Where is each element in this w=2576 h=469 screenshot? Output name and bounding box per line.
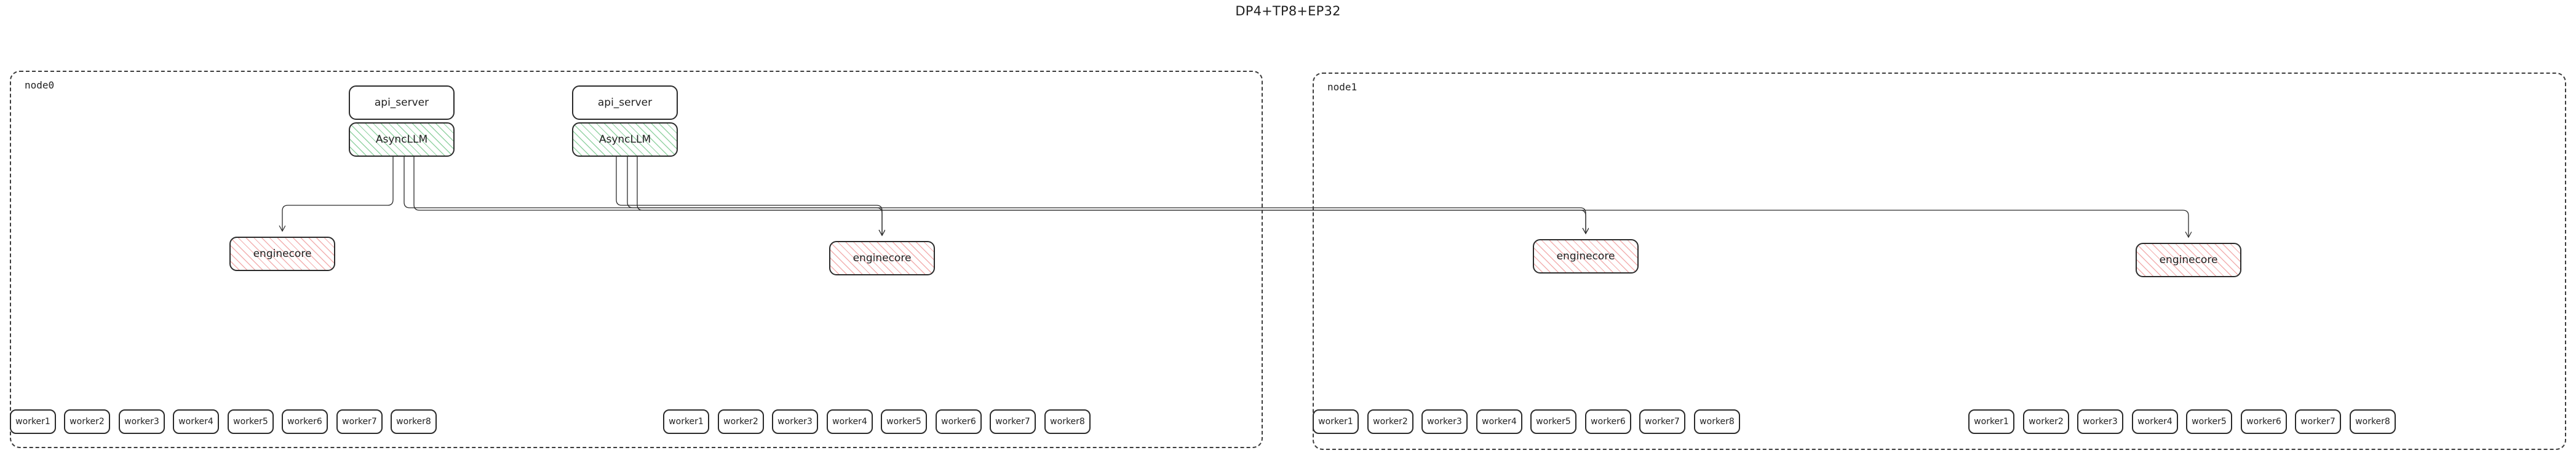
node-label-eng2: enginecore — [1556, 250, 1615, 262]
worker-label: worker2 — [70, 417, 105, 427]
worker-label: worker5 — [886, 417, 921, 427]
worker-box[interactable]: worker7 — [336, 409, 383, 434]
worker-box[interactable]: worker1 — [10, 409, 56, 434]
worker-box[interactable]: worker7 — [1639, 409, 1685, 434]
node-label-api1: api_server — [597, 97, 653, 109]
worker-box[interactable]: worker3 — [772, 409, 818, 434]
node-eng1[interactable]: enginecore — [829, 241, 935, 275]
worker-box[interactable]: worker5 — [1530, 409, 1576, 434]
worker-box[interactable]: worker6 — [2241, 409, 2287, 434]
worker-label: worker6 — [2246, 417, 2281, 427]
worker-label: worker7 — [2300, 417, 2335, 427]
worker-box[interactable]: worker8 — [2350, 409, 2396, 434]
worker-label: worker7 — [342, 417, 377, 427]
worker-box[interactable]: worker8 — [1694, 409, 1740, 434]
node-label-llm0: AsyncLLM — [375, 133, 428, 146]
cluster-node0: node0 — [10, 71, 1263, 448]
cluster-node1: node1 — [1313, 73, 2566, 450]
node-api1[interactable]: api_server — [572, 85, 678, 120]
worker-label: worker3 — [124, 417, 159, 427]
node-api0[interactable]: api_server — [349, 85, 455, 120]
worker-box[interactable]: worker2 — [718, 409, 764, 434]
page-title: DP4+TP8+EP32 — [1235, 4, 1341, 18]
worker-box[interactable]: worker2 — [64, 409, 110, 434]
worker-label: worker3 — [1427, 417, 1462, 427]
node-llm0[interactable]: AsyncLLM — [349, 122, 455, 157]
worker-box[interactable]: worker4 — [1476, 409, 1522, 434]
worker-box[interactable]: worker5 — [881, 409, 927, 434]
worker-label: worker3 — [777, 417, 813, 427]
worker-box[interactable]: worker7 — [2295, 409, 2341, 434]
worker-label: worker1 — [1974, 417, 2009, 427]
worker-label: worker4 — [178, 417, 213, 427]
worker-box[interactable]: worker8 — [391, 409, 437, 434]
worker-box[interactable]: worker4 — [2132, 409, 2178, 434]
node-label-eng3: enginecore — [2159, 254, 2218, 266]
worker-box[interactable]: worker5 — [228, 409, 274, 434]
worker-label: worker7 — [1645, 417, 1680, 427]
worker-label: worker2 — [2029, 417, 2064, 427]
node-label-llm1: AsyncLLM — [598, 133, 651, 146]
worker-label: worker5 — [2192, 417, 2227, 427]
worker-label: worker4 — [2137, 417, 2173, 427]
worker-label: worker5 — [233, 417, 268, 427]
worker-label: worker2 — [1373, 417, 1408, 427]
worker-box[interactable]: worker2 — [1367, 409, 1413, 434]
node-label-api0: api_server — [374, 97, 429, 109]
worker-box[interactable]: worker2 — [2023, 409, 2069, 434]
cluster-label-node0: node0 — [25, 79, 55, 91]
worker-label: worker8 — [2355, 417, 2390, 427]
worker-label: worker4 — [832, 417, 867, 427]
worker-label: worker6 — [941, 417, 976, 427]
worker-box[interactable]: worker1 — [1313, 409, 1359, 434]
node-eng2[interactable]: enginecore — [1533, 239, 1639, 274]
node-llm1[interactable]: AsyncLLM — [572, 122, 678, 157]
worker-label: worker1 — [1318, 417, 1353, 427]
worker-label: worker2 — [723, 417, 758, 427]
worker-label: worker8 — [1699, 417, 1735, 427]
node-eng3[interactable]: enginecore — [2136, 243, 2241, 277]
worker-box[interactable]: worker4 — [173, 409, 219, 434]
worker-label: worker3 — [2083, 417, 2118, 427]
worker-label: worker5 — [1536, 417, 1571, 427]
worker-label: worker8 — [396, 417, 431, 427]
worker-box[interactable]: worker6 — [282, 409, 328, 434]
worker-label: worker1 — [669, 417, 704, 427]
worker-box[interactable]: worker1 — [1968, 409, 2014, 434]
worker-label: worker1 — [15, 417, 50, 427]
worker-box[interactable]: worker6 — [1585, 409, 1631, 434]
worker-box[interactable]: worker8 — [1044, 409, 1091, 434]
worker-box[interactable]: worker5 — [2186, 409, 2232, 434]
worker-box[interactable]: worker3 — [2077, 409, 2123, 434]
worker-label: worker7 — [995, 417, 1030, 427]
worker-box[interactable]: worker6 — [936, 409, 982, 434]
worker-box[interactable]: worker3 — [119, 409, 165, 434]
worker-label: worker6 — [1591, 417, 1626, 427]
node-label-eng1: enginecore — [853, 252, 912, 264]
node-label-eng0: enginecore — [253, 248, 312, 260]
node-eng0[interactable]: enginecore — [229, 237, 335, 271]
worker-label: worker4 — [1482, 417, 1517, 427]
worker-box[interactable]: worker4 — [827, 409, 873, 434]
cluster-label-node1: node1 — [1327, 81, 1358, 93]
worker-label: worker8 — [1050, 417, 1085, 427]
worker-box[interactable]: worker3 — [1421, 409, 1468, 434]
worker-label: worker6 — [287, 417, 322, 427]
worker-box[interactable]: worker7 — [990, 409, 1036, 434]
worker-box[interactable]: worker1 — [663, 409, 709, 434]
